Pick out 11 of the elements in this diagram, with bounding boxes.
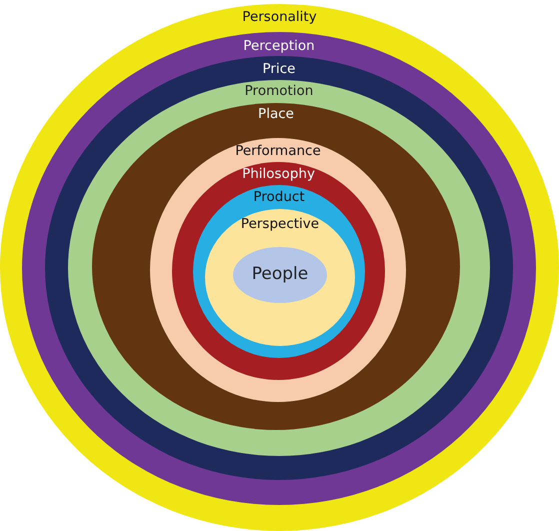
ring-label: Personality (242, 9, 317, 26)
ring-label: Perception (243, 38, 315, 55)
ring-label: Price (262, 61, 296, 78)
ring-label: Performance (235, 143, 321, 160)
ring-ellipse (0, 4, 559, 531)
ring-label: People (252, 266, 308, 283)
ring-label: Promotion (244, 83, 314, 100)
ring-label: Perspective (240, 216, 320, 233)
ring-label: Place (258, 106, 294, 123)
ring-label: Philosophy (242, 166, 315, 183)
ring-label: Product (253, 189, 305, 206)
